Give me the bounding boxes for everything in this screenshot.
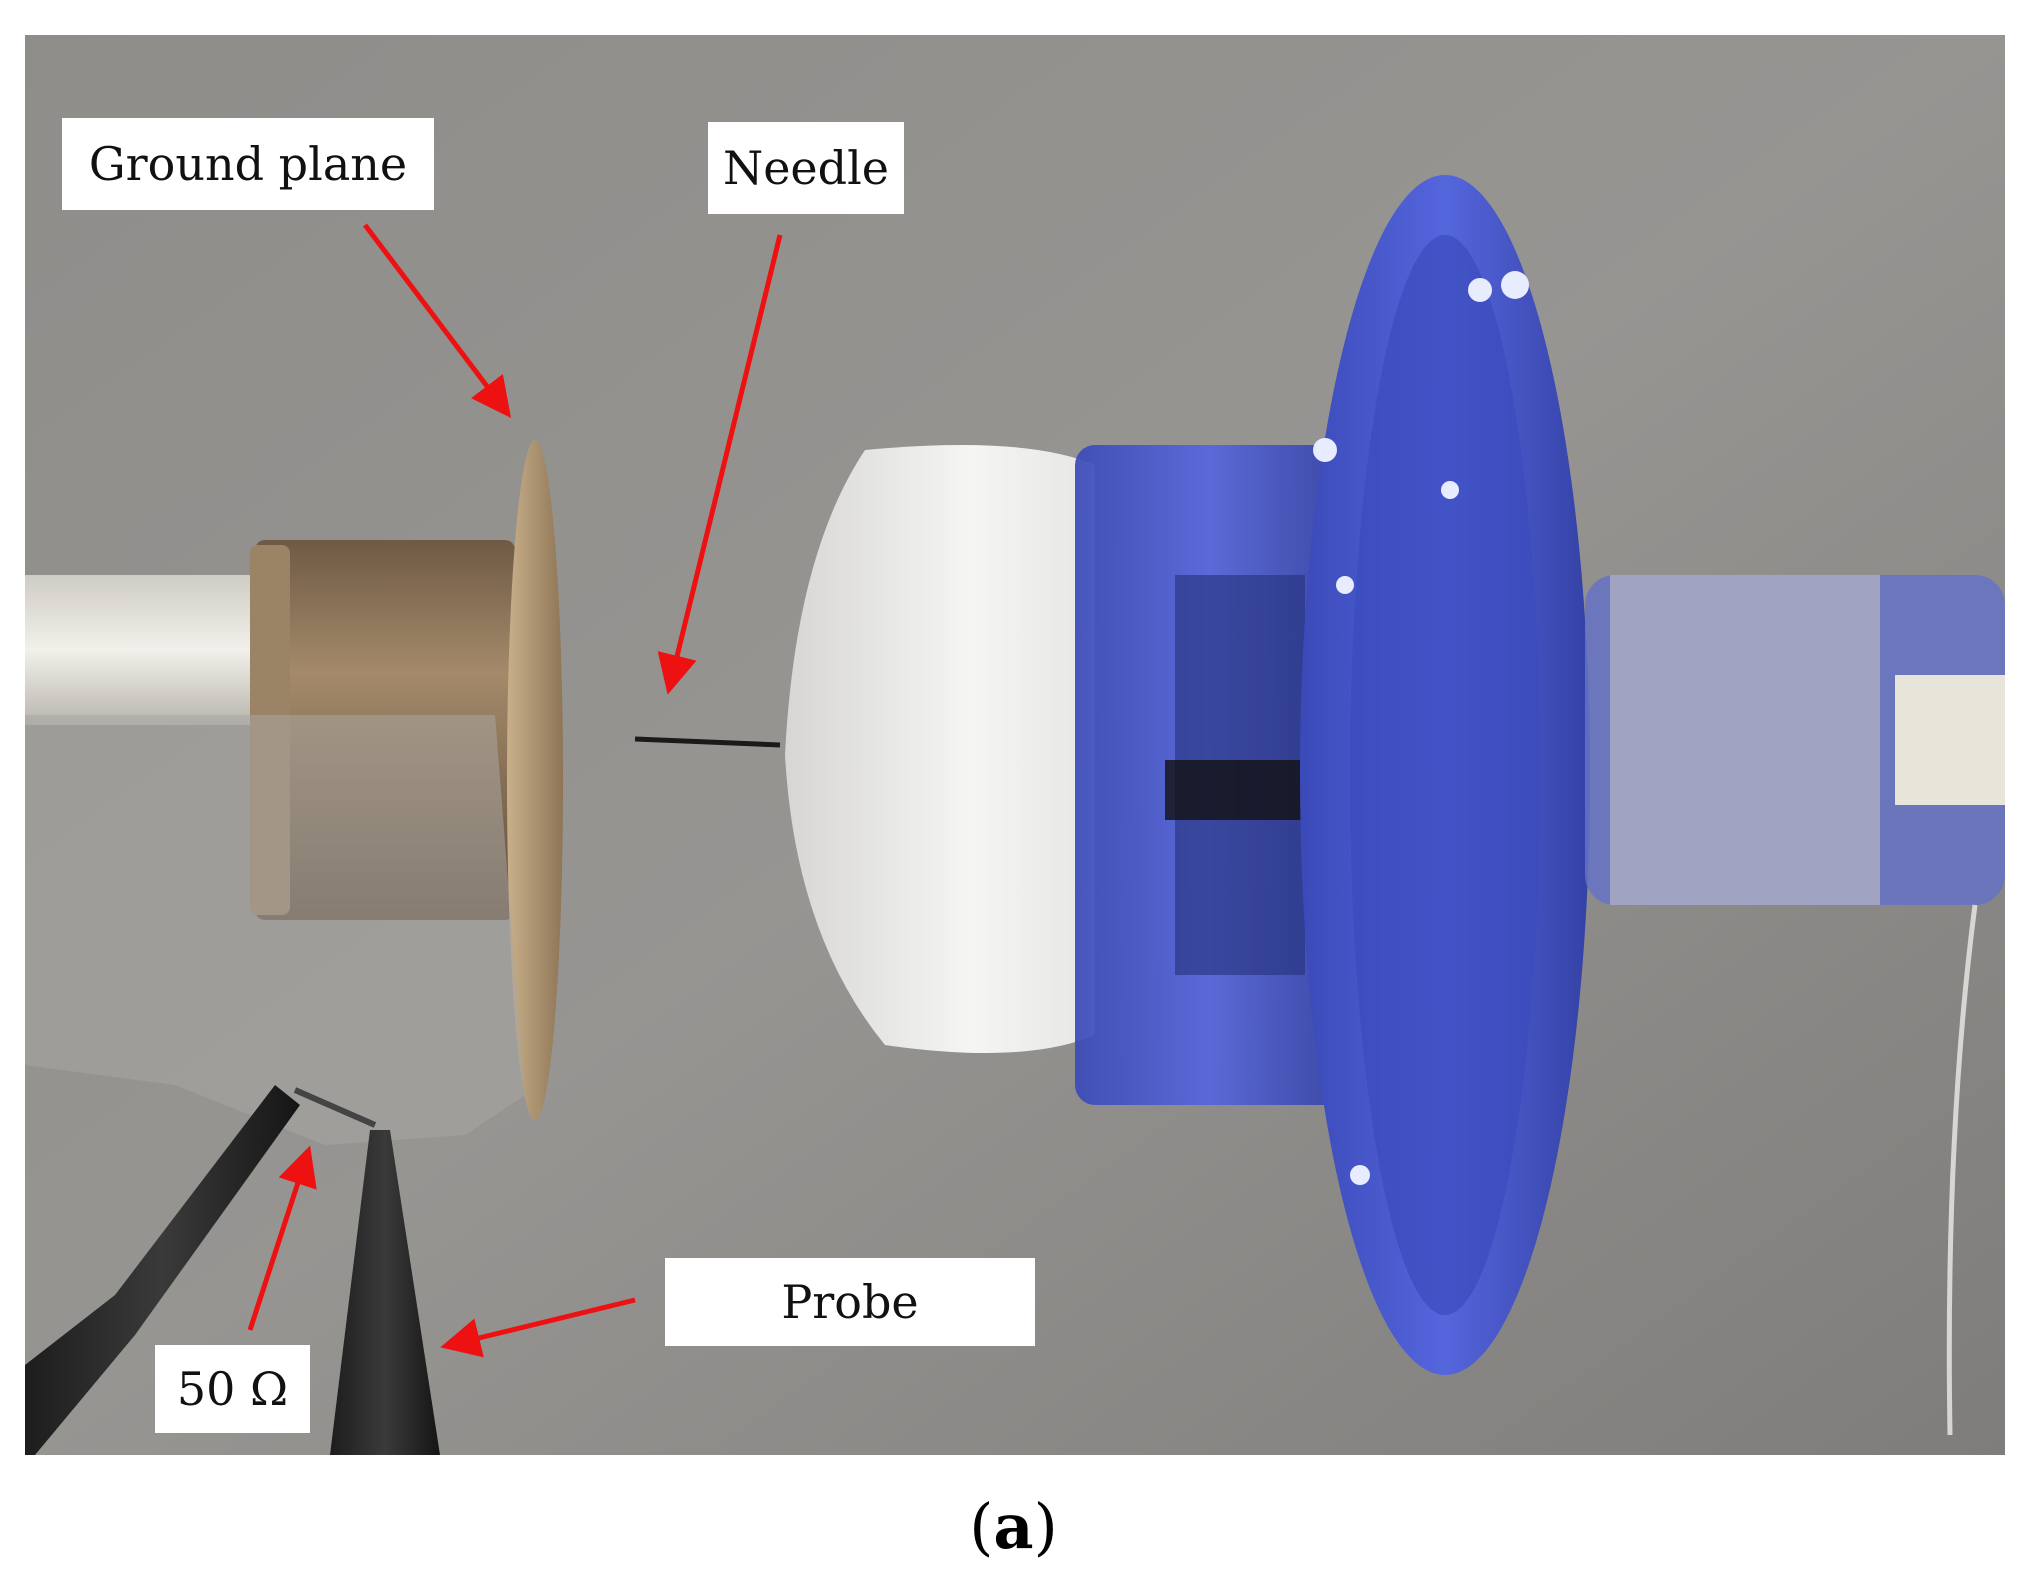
needle bbox=[634, 736, 781, 748]
arrow-needle bbox=[657, 234, 783, 695]
ground-plane-disk bbox=[507, 440, 563, 1120]
figure-caption: (a) bbox=[969, 1490, 1058, 1563]
ground-lead-clip bbox=[25, 1085, 300, 1455]
left-rod bbox=[25, 575, 275, 725]
experiment-photo bbox=[25, 35, 2005, 1455]
probe-label: Probe bbox=[665, 1258, 1035, 1346]
ground-plane-label: Ground plane bbox=[62, 118, 434, 210]
arrow-resistor bbox=[247, 1145, 317, 1331]
needle-label: Needle bbox=[708, 122, 904, 214]
resistor-label: 50 Ω bbox=[155, 1345, 310, 1433]
white-cap bbox=[785, 445, 1095, 1053]
probe-tip bbox=[330, 1130, 440, 1455]
arrow-probe bbox=[440, 1297, 636, 1358]
arrow-ground-plane bbox=[363, 223, 512, 418]
caption-letter: a bbox=[993, 1490, 1034, 1563]
